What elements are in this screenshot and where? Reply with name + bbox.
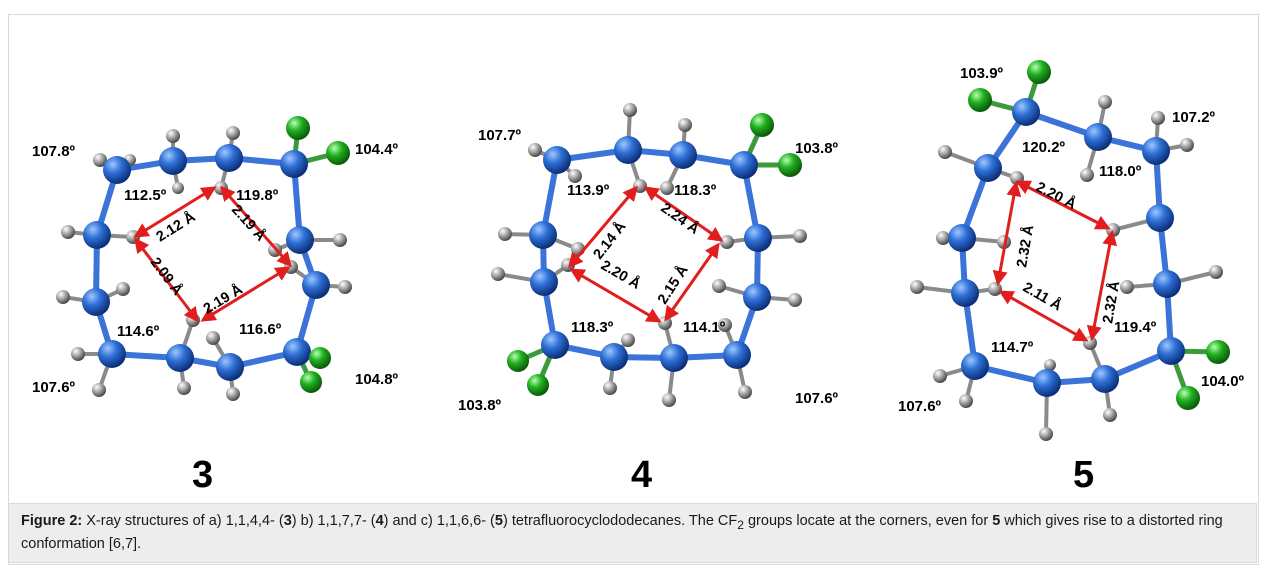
caption-compound: 5: [494, 513, 503, 529]
compound-number: 4: [631, 454, 652, 496]
angle-label: 113.9º: [567, 182, 610, 199]
caption-text: which gives rise to a distorted ring con…: [21, 513, 1223, 552]
panel-3: 107.8º 112.5º 119.8º 104.4º 114.6º 116.6…: [32, 116, 399, 496]
hydrogen-atoms: [910, 95, 1223, 441]
caption-text: ) and c) 1,1,6,6- (: [383, 513, 495, 529]
caption-compound: 5: [992, 513, 1001, 529]
caption-text: ) tetrafluorocyclododecanes. The CF: [502, 513, 738, 529]
angle-label: 118.3º: [571, 319, 614, 336]
distance-label: 2.19 Å: [228, 201, 270, 245]
distance-label: 2.32 Å: [1013, 223, 1037, 269]
angle-label: 107.2º: [1172, 109, 1216, 126]
angle-label: 104.0º: [1201, 373, 1245, 390]
angle-label: 112.5º: [124, 187, 167, 204]
angle-label: 119.8º: [236, 187, 279, 204]
fluorine-atoms: [286, 116, 350, 393]
angle-label: 114.7º: [991, 339, 1034, 356]
angle-label: 118.0º: [1099, 163, 1142, 180]
angle-label: 116.6º: [239, 321, 282, 338]
angle-label: 120.2º: [1022, 139, 1066, 156]
angle-label: 107.6º: [795, 390, 839, 407]
caption-text: ) b) 1,1,7,7- (: [291, 513, 376, 529]
angle-label: 119.4º: [1114, 319, 1157, 336]
hydrogen-atoms: [491, 103, 807, 407]
angle-label: 103.8º: [458, 397, 502, 414]
angle-label: 114.1º: [683, 319, 726, 336]
carbon-atoms: [948, 98, 1185, 397]
caption-compound: 4: [375, 513, 384, 529]
caption-prefix: Figure 2:: [21, 513, 83, 529]
fluorine-atoms: [968, 60, 1230, 410]
panel-4: 107.7º 103.8º 113.9º 118.3º 118.3º 114.1…: [458, 103, 839, 496]
carbon-atoms: [82, 144, 330, 381]
angle-label: 107.6º: [32, 379, 76, 396]
caption-text: X-ray structures of a) 1,1,4,4- (: [82, 513, 284, 529]
distance-arrows: [133, 185, 292, 323]
caption-compound: 3: [283, 513, 292, 529]
distance-label: 2.12 Å: [153, 208, 199, 245]
distance-label: 2.11 Å: [1020, 279, 1065, 315]
angle-label: 107.8º: [32, 143, 76, 160]
angle-label: 107.7º: [478, 127, 522, 144]
distance-label: 2.15 Å: [654, 262, 692, 308]
distance-label: 2.09 Å: [147, 254, 187, 299]
angle-label: 107.6º: [898, 398, 942, 415]
distance-arrows: [568, 185, 724, 323]
angle-label: 104.8º: [355, 371, 399, 388]
angle-label: 114.6º: [117, 323, 160, 340]
distance-arrows: [992, 180, 1118, 342]
distance-label: 2.20 Å: [1033, 178, 1079, 213]
angle-label: 103.8º: [795, 140, 839, 157]
angle-label: 118.3º: [674, 182, 717, 199]
caption-subscript: 2: [737, 517, 744, 532]
distance-label: 2.24 Å: [658, 199, 703, 238]
carbon-atoms: [529, 136, 772, 372]
fluorine-atoms: [507, 113, 802, 396]
angle-label: 104.4º: [355, 141, 399, 158]
compound-number: 5: [1073, 454, 1094, 496]
distance-label: 2.19 Å: [200, 281, 246, 318]
panel-5: 103.9º 107.2º 120.2º 118.0º 114.7º 119.4…: [898, 60, 1245, 496]
caption-text: groups locate at the corners, even for: [743, 513, 993, 529]
compound-number: 3: [192, 454, 213, 496]
angle-label: 103.9º: [960, 65, 1004, 82]
distance-label: 2.14 Å: [590, 218, 630, 263]
figure-caption: Figure 2: X-ray structures of a) 1,1,4,4…: [8, 503, 1257, 563]
